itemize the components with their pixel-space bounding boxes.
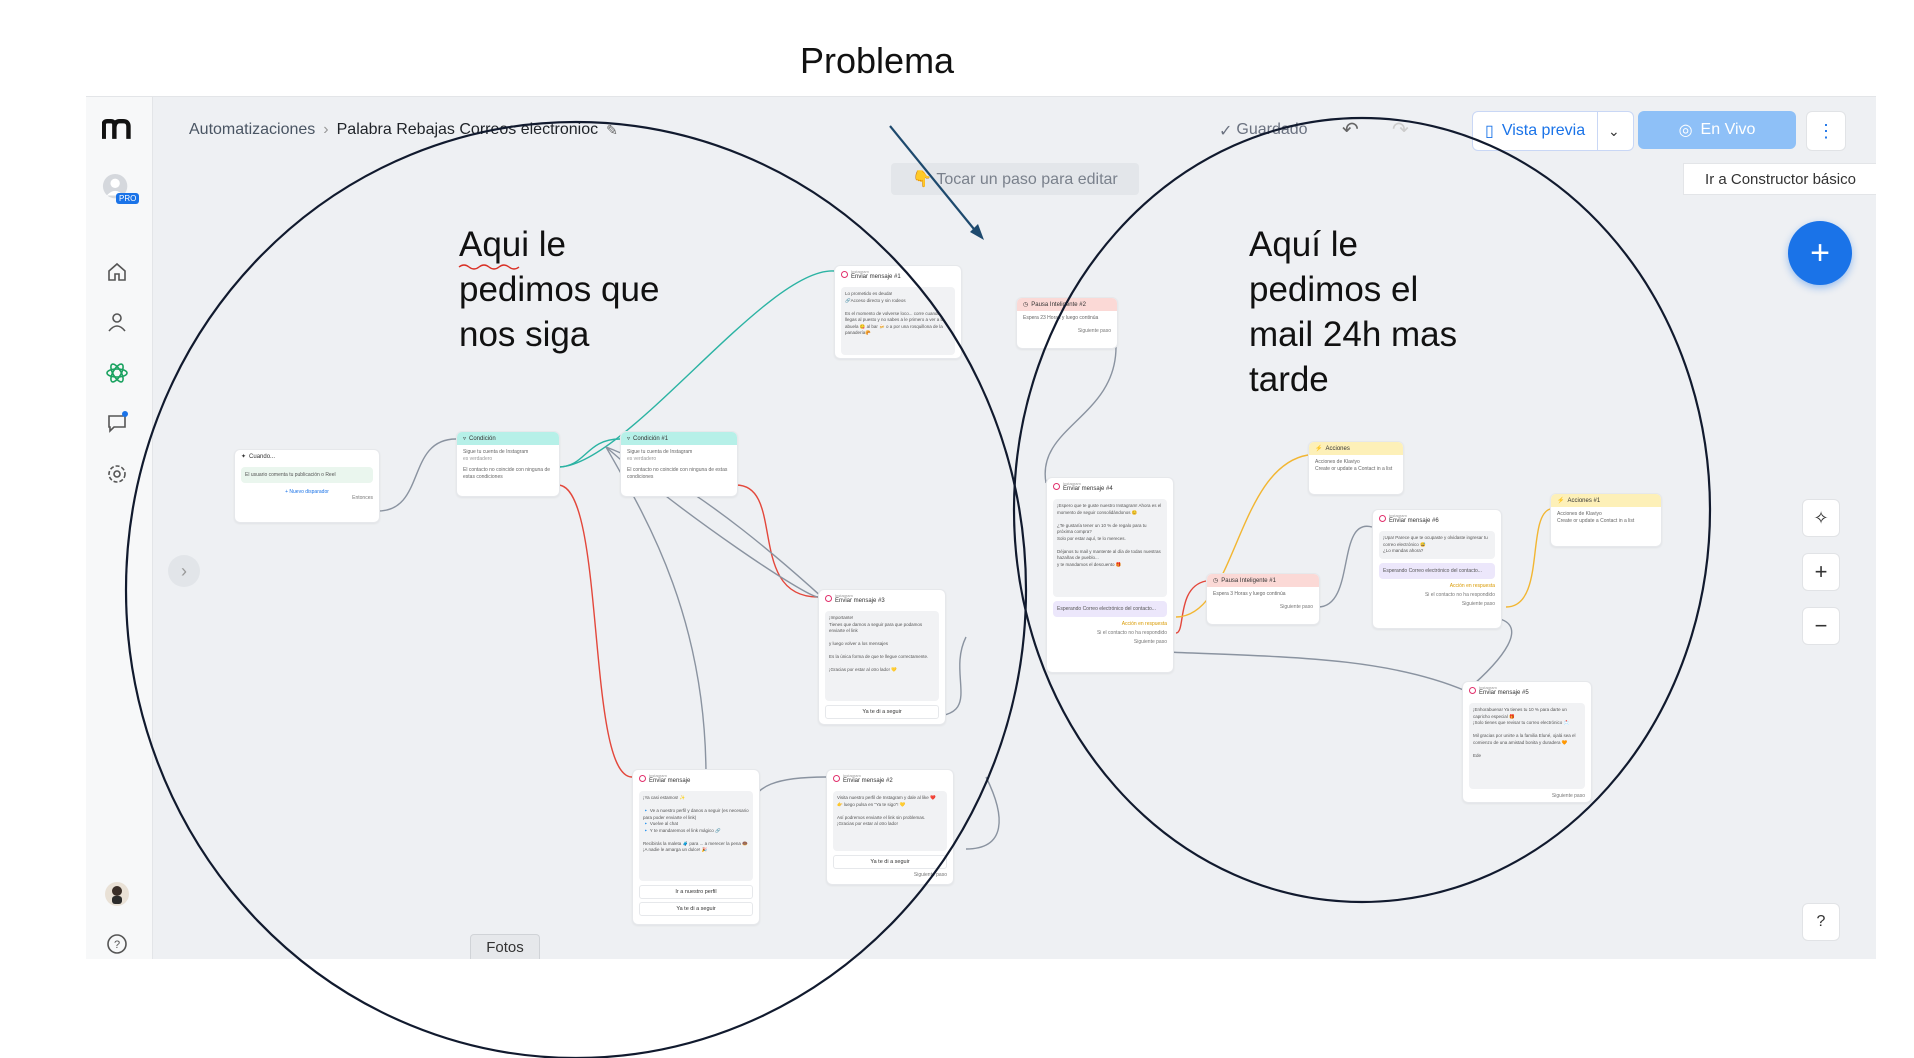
next-step-label: Siguiente paso: [1077, 328, 1111, 334]
reply-action-label: Acción en respuesta: [1449, 582, 1495, 589]
instagram-icon: [1053, 483, 1060, 490]
message-title: Enviar mensaje: [649, 778, 691, 784]
instagram-icon: [841, 271, 848, 278]
actions-1-body: Acciones de Klaviyo Create or update a C…: [1557, 511, 1635, 524]
svg-text:?: ?: [114, 939, 120, 951]
followed-button[interactable]: Ya te di a seguir: [639, 902, 753, 916]
pause-2-body: Espera 23 Horas y luego continúa: [1023, 315, 1099, 321]
reply-action-label: Acción en respuesta: [1121, 621, 1167, 627]
clock-icon: ◷: [1023, 302, 1029, 308]
condition-1-else: El contacto no coincide con ninguna de e…: [627, 467, 728, 480]
message-2-body: Visita nuestro perfil de Instagram y dal…: [833, 791, 947, 851]
sparkle-icon: ✦: [241, 454, 247, 460]
smart-pause-1-node[interactable]: ◷Pausa Inteligente #1 Espera 3 Horas y l…: [1206, 573, 1320, 625]
zoom-in-button[interactable]: +: [1802, 553, 1840, 591]
actions-1-title: Acciones #1: [1567, 497, 1601, 504]
instagram-icon: [639, 775, 646, 782]
message-6-title: Enviar mensaje #6: [1389, 518, 1439, 524]
condition-node[interactable]: ▿Condición Sigue tu cuenta de Instagram …: [456, 431, 560, 497]
waiting-email-block: Esperando Correo electrónico del contact…: [1379, 562, 1495, 579]
problem-heading: Problema: [800, 40, 955, 81]
filter-icon: ▿: [627, 436, 631, 442]
message-5-title: Enviar mensaje #5: [1479, 690, 1529, 696]
message-1-title: Enviar mensaje #1: [851, 274, 901, 280]
message-2-title: Enviar mensaje #2: [843, 778, 893, 784]
instagram-icon: [833, 775, 840, 782]
instagram-icon: [825, 595, 832, 602]
actions-node[interactable]: ⚡Acciones Acciones de Klaviyo Create or …: [1308, 441, 1404, 495]
home-icon[interactable]: [102, 257, 132, 287]
message-3-title: Enviar mensaje #3: [835, 598, 885, 604]
filter-icon: ▿: [463, 436, 467, 442]
left-annotation-text: Aqui le pedimos que nos siga: [459, 225, 660, 354]
settings-icon[interactable]: [102, 459, 132, 489]
next-step-label: Siguiente paso: [1551, 793, 1585, 799]
pause-2-title: Pausa Inteligente #2: [1031, 301, 1086, 308]
actions-body: Acciones de Klaviyo Create or update a C…: [1315, 459, 1393, 472]
trigger-foot: Entonces: [352, 495, 373, 501]
trigger-rule: El usuario comenta tu publicación o Reel: [241, 467, 373, 483]
condition-1-title: Condición #1: [633, 435, 669, 442]
app-window: PRO ? Automatizaciones › Palabra Rebajas…: [86, 96, 1876, 959]
followed-button[interactable]: Ya te di a seguir: [825, 705, 939, 719]
condition-1-node[interactable]: ▿Condición #1 Sigue tu cuenta de Instagr…: [620, 431, 738, 497]
bolt-icon: ⚡: [1557, 498, 1565, 504]
message-3-body: ¡Importante! Tienes que darnos a seguir …: [825, 611, 939, 701]
magic-wand-icon[interactable]: ✧: [1802, 499, 1840, 537]
trigger-node[interactable]: ✦Cuando... El usuario comenta tu publica…: [234, 449, 380, 523]
next-step-label: Siguiente paso: [1279, 604, 1313, 610]
next-step-label: Siguiente paso: [913, 872, 947, 878]
waiting-email-block: Esperando Correo electrónico del contact…: [1053, 601, 1167, 617]
right-annotation-text: Aquí le pedimos el mail 24h mas tarde: [1249, 225, 1458, 399]
go-to-profile-button[interactable]: Ir a nuestro perfil: [639, 885, 753, 899]
message-body: ¡Ya casi estamos! ✨ 🔹 Ve a nuestro perfi…: [639, 791, 753, 881]
instagram-icon: [1469, 687, 1476, 694]
message-6-body: ¡Upa! Parece que te ocupaste y olvidaste…: [1379, 531, 1495, 559]
condition-value: es verdadero: [463, 456, 493, 462]
no-reply-label: Si el contacto no ha respondido: [1424, 591, 1495, 598]
smart-pause-2-node[interactable]: ◷Pausa Inteligente #2 Espera 23 Horas y …: [1016, 297, 1118, 349]
actions-1-node[interactable]: ⚡Acciones #1 Acciones de Klaviyo Create …: [1550, 493, 1662, 547]
no-reply-label: Si el contacto no ha respondido: [1096, 630, 1167, 636]
user-avatar-icon[interactable]: [102, 879, 132, 909]
contacts-icon[interactable]: [102, 307, 132, 337]
zoom-out-button[interactable]: −: [1802, 607, 1840, 645]
message-4-title: Enviar mensaje #4: [1063, 486, 1113, 492]
condition-else: El contacto no coincide con ninguna de e…: [463, 467, 551, 480]
instagram-icon: [1379, 515, 1386, 522]
trigger-title: Cuando...: [249, 453, 276, 460]
add-step-button[interactable]: +: [1788, 221, 1852, 285]
bolt-icon: ⚡: [1315, 446, 1323, 452]
more-options-icon[interactable]: ⋮: [1806, 111, 1846, 151]
clock-icon: ◷: [1213, 578, 1219, 584]
message-5-body: ¡Enhorabuena! Ya tienes tu 10 % para dar…: [1469, 703, 1585, 789]
message-4-body: ¡Espero que te guste nuestro Instagram! …: [1053, 499, 1167, 597]
message-1-body: Lo prometido es deuda! 🔗Acceso directo y…: [841, 287, 955, 355]
canvas-help-icon[interactable]: ?: [1802, 903, 1840, 941]
pause-1-body: Espera 3 Horas y luego continúa: [1213, 591, 1286, 597]
next-step-label: Siguiente paso: [1461, 600, 1495, 607]
go-live-label: En Vivo: [1700, 121, 1756, 138]
condition-1-value: es verdadero: [627, 456, 657, 462]
condition-1-rule: Sigue tu cuenta de Instagram: [627, 449, 693, 455]
condition-rule: Sigue tu cuenta de Instagram: [463, 449, 529, 455]
basic-builder-link[interactable]: Ir a Constructor básico: [1683, 163, 1876, 195]
next-step-label: Siguiente paso: [1133, 639, 1167, 645]
condition-title: Condición: [469, 435, 496, 442]
followed-button[interactable]: Ya te di a seguir: [833, 855, 947, 869]
pause-1-title: Pausa Inteligente #1: [1221, 577, 1276, 584]
actions-title: Acciones: [1325, 445, 1350, 452]
